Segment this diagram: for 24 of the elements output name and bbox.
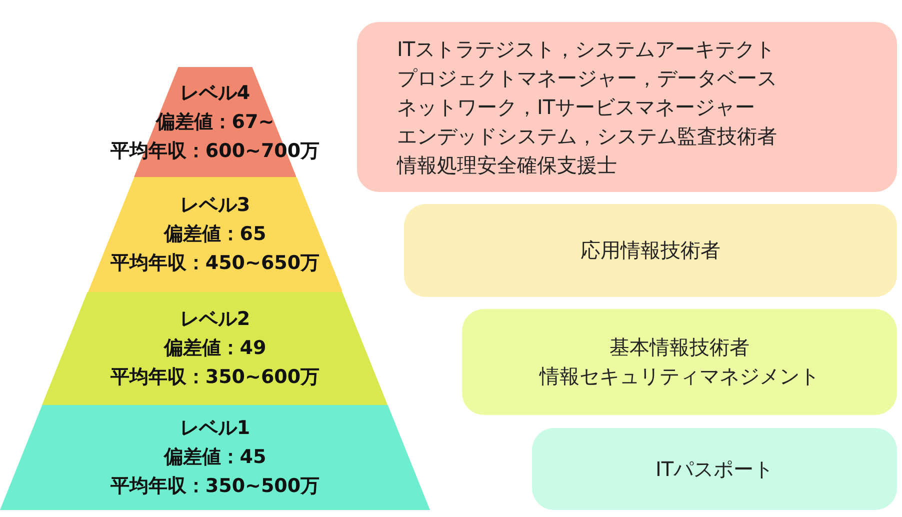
qualification-box bbox=[357, 22, 897, 192]
qualification-box bbox=[532, 428, 897, 510]
qualification-name: 応用情報技術者 bbox=[580, 237, 720, 264]
level-label: 平均年収：350~500万 bbox=[110, 474, 320, 499]
level-label: レベル2 bbox=[180, 307, 250, 332]
qualification-box bbox=[462, 309, 897, 415]
qualification-name: ネットワーク，ITサービスマネージャー bbox=[397, 94, 756, 120]
qualification-name: ITストラテジスト，システムアーキテクト bbox=[397, 36, 776, 62]
level-label: 平均年収：450~650万 bbox=[110, 251, 320, 276]
qualification-name: 基本情報技術者 bbox=[610, 334, 750, 361]
qualification-name: 情報処理安全確保支援士 bbox=[397, 152, 617, 178]
qualification-name: エンデッドシステム，システム監査技術者 bbox=[397, 122, 777, 150]
level-label: 偏差値：45 bbox=[164, 445, 266, 470]
level-label: レベル4 bbox=[180, 80, 250, 106]
qualification-name: 情報セキュリティマネジメント bbox=[540, 363, 820, 390]
level-label: 平均年収：350~600万 bbox=[110, 365, 320, 390]
qualification-box bbox=[404, 204, 897, 297]
level-label: レベル3 bbox=[180, 193, 250, 218]
qualification-name: プロジェクトマネージャー，データベース bbox=[397, 64, 777, 92]
level-label: 偏差値：65 bbox=[164, 222, 266, 247]
level-label: レベル1 bbox=[180, 416, 250, 441]
level-label: 偏差値：49 bbox=[164, 336, 266, 361]
level-label: 偏差値：67~ bbox=[156, 110, 274, 134]
qualification-name: ITパスポート bbox=[655, 456, 774, 482]
